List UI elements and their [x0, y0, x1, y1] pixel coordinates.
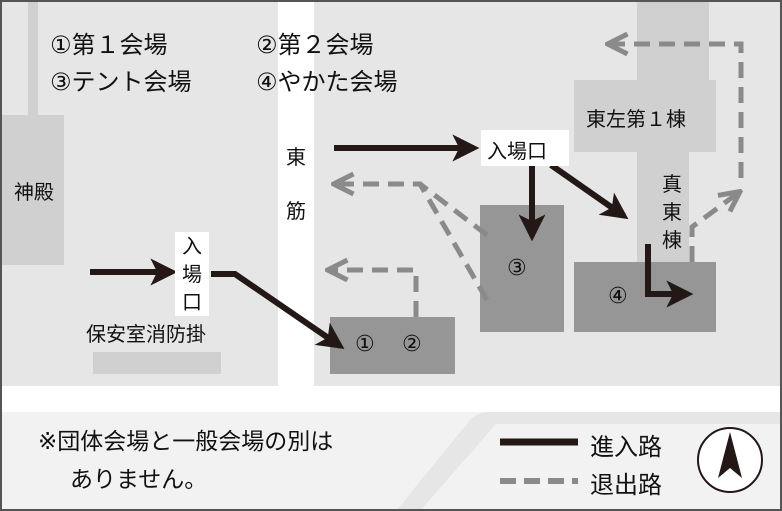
exit-route-venue-4 [689, 193, 738, 262]
legend-venue-3: ③テント会場 [50, 68, 192, 96]
legend-entry-label: 進入路 [590, 433, 662, 461]
south-road [0, 386, 782, 412]
shrine-approach [28, 0, 38, 115]
exit-route-venue-3-b [418, 182, 489, 237]
east-left-building-tower [637, 0, 709, 80]
venue-4-marker: ④ [608, 284, 628, 309]
entry-route-venue-4 [645, 244, 694, 308]
legend-venue-2: ②第２会場 [256, 31, 374, 59]
east-entrance-label: 入場口 [487, 139, 547, 163]
venue-1-marker: ① [355, 332, 375, 357]
west-entrance-label: 入場口 [182, 234, 202, 314]
legend-band [0, 412, 782, 511]
entry-route-east-building [549, 162, 629, 220]
note-line-1: ※団体会場と一般会場の別は [38, 429, 334, 455]
venue-3-marker: ③ [507, 256, 527, 281]
west-entrance-label-bg [175, 232, 209, 316]
main-east-building-block [637, 152, 689, 262]
venue-2-marker: ② [402, 332, 422, 357]
venue-1-2-block [330, 317, 455, 374]
legend-venue-1: ①第１会場 [50, 31, 168, 59]
east-entrance-label-bg [481, 130, 569, 166]
east-left-building-label: 東左第１棟 [586, 107, 686, 131]
entry-route-venue-1-2 [211, 271, 345, 350]
security-office-block [93, 352, 221, 374]
east-street-label: 東筋 [286, 145, 306, 223]
road-curve-shadow [396, 412, 782, 511]
shrine-block [0, 115, 64, 265]
exit-route-east-building [610, 44, 744, 178]
compass-north-icon [697, 427, 763, 493]
exit-route-venue-1-2 [330, 270, 419, 317]
legend-exit-label: 退出路 [590, 471, 662, 499]
legend-venue-4: ④やかた会場 [256, 68, 398, 96]
main-east-building-label: 真東棟 [662, 172, 682, 252]
security-office-label: 保安室消防掛 [86, 322, 206, 346]
east-left-building-block [574, 80, 716, 152]
note-line-2: ありません。 [70, 467, 208, 493]
shrine-label: 神殿 [14, 180, 54, 204]
